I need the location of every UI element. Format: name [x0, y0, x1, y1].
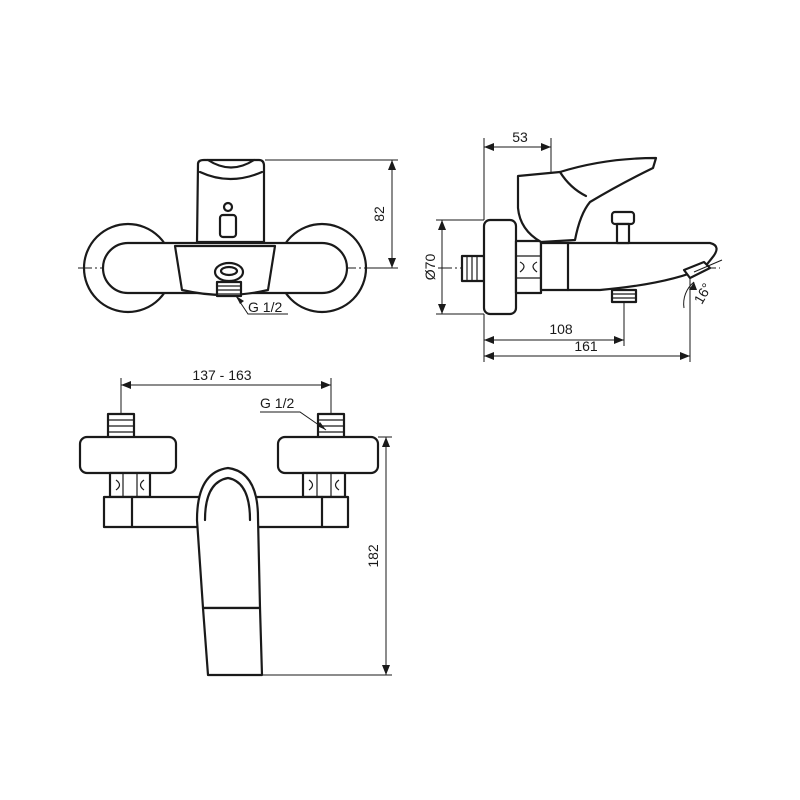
bottom-outlet: [610, 288, 638, 304]
top-view: 137 - 163 G 1/2 182: [78, 367, 392, 677]
left-flange-top: [78, 435, 178, 475]
dim-161-label: 161: [574, 338, 598, 354]
lever-handle: [195, 158, 266, 244]
handle-top-edge: [198, 170, 264, 181]
diverter-stem: [615, 222, 631, 245]
handle-slot: [218, 213, 238, 239]
angle-arc: [683, 281, 695, 309]
top-thread-label: G 1/2: [260, 395, 294, 411]
lever-handle-top: [195, 466, 262, 610]
dim-108-label: 108: [549, 321, 573, 337]
front-thread-label: G 1/2: [248, 299, 282, 315]
left-hex-nut: [108, 471, 152, 499]
inlet-thread: [460, 254, 486, 283]
handle-screw: [222, 201, 234, 213]
right-flange-top: [276, 435, 380, 475]
dim-53-label: 53: [512, 129, 528, 145]
lever-handle-side: [516, 156, 658, 244]
dim-centres-label: 137 - 163: [192, 367, 251, 383]
top-thread-leader: [260, 411, 327, 431]
hex-nut: [514, 239, 543, 295]
outlet-inner: [219, 265, 239, 277]
lever-tip-top: [201, 606, 264, 677]
dim-182-label: 182: [365, 544, 381, 568]
front-view: G 1/2 82: [78, 158, 398, 315]
aerator: [682, 260, 712, 280]
dim-70-label: Ø70: [422, 254, 438, 281]
right-hex-nut: [301, 471, 347, 499]
handle-cap: [206, 158, 256, 169]
diverter-knob: [610, 210, 636, 226]
wall-flange-side: [482, 218, 518, 316]
outlet-ring: [213, 261, 245, 283]
side-view: 16° 53 Ø70 108 161: [422, 129, 723, 362]
dim-82-label: 82: [371, 206, 387, 222]
